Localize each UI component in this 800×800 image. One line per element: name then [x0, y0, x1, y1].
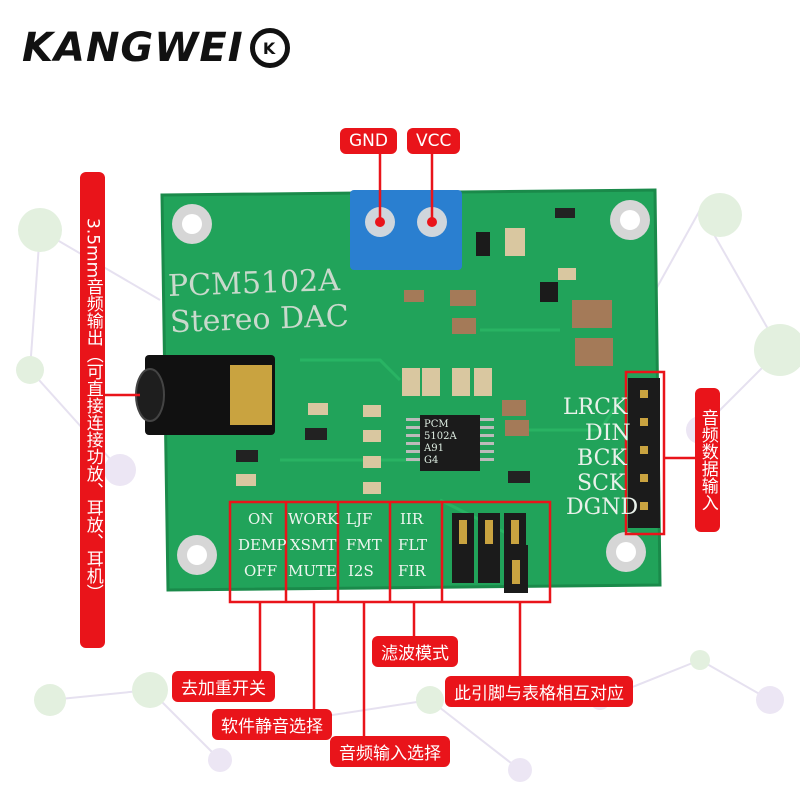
- board-title: PCM5102A: [167, 263, 341, 304]
- pin-label: DIN: [585, 421, 631, 446]
- deemphasis-callout: 去加重开关: [172, 671, 275, 702]
- jack-callout: 3.5mm音频输出（可直接连接功放、耳放、耳机）: [80, 172, 105, 648]
- board-subtitle: Stereo DAC: [169, 298, 350, 341]
- chip-text: PCM: [424, 419, 449, 430]
- table-cell: LJF: [346, 510, 373, 528]
- vcc-callout: VCC: [407, 128, 461, 154]
- table-cell: ON: [248, 510, 274, 528]
- pin-label: LRCK: [563, 395, 628, 420]
- table-cell: FLT: [398, 536, 428, 554]
- gnd-callout: GND: [340, 128, 397, 154]
- pin-map-callout: 此引脚与表格相互对应: [445, 676, 633, 707]
- chip-text: A91: [424, 443, 444, 454]
- table-cell: FIR: [398, 562, 426, 580]
- brand-mark-icon: K: [249, 28, 290, 68]
- table-cell: DEMP: [238, 536, 287, 554]
- input-format-callout: 音频输入选择: [330, 736, 450, 767]
- audio-input-callout: 音频数据输入: [695, 388, 720, 532]
- filter-mode-callout: 滤波模式: [372, 636, 458, 667]
- pin-label: DGND: [566, 495, 639, 520]
- pin-label: BCK: [577, 446, 627, 471]
- brand-logo: KANGWEI K: [22, 22, 290, 74]
- table-cell: OFF: [244, 562, 278, 580]
- table-cell: MUTE: [288, 562, 337, 580]
- table-cell: XSMT: [290, 536, 337, 554]
- chip-marking: PCM 5102A A91 G4: [424, 419, 457, 467]
- table-cell: WORK: [288, 510, 339, 528]
- table-cell: FMT: [346, 536, 382, 554]
- chip-text: 5102A: [424, 431, 457, 442]
- mounting-holes: [172, 200, 650, 575]
- chip-text: G4: [424, 455, 439, 466]
- brand-name: KANGWEI: [22, 25, 244, 71]
- table-cell: IIR: [400, 510, 424, 528]
- jumper-table: ON WORK LJF IIR DEMP XSMT FMT FLT OFF MU…: [236, 507, 436, 585]
- mute-callout: 软件静音选择: [212, 709, 332, 740]
- table-cell: I2S: [348, 562, 374, 580]
- pin-label: SCK: [577, 471, 626, 496]
